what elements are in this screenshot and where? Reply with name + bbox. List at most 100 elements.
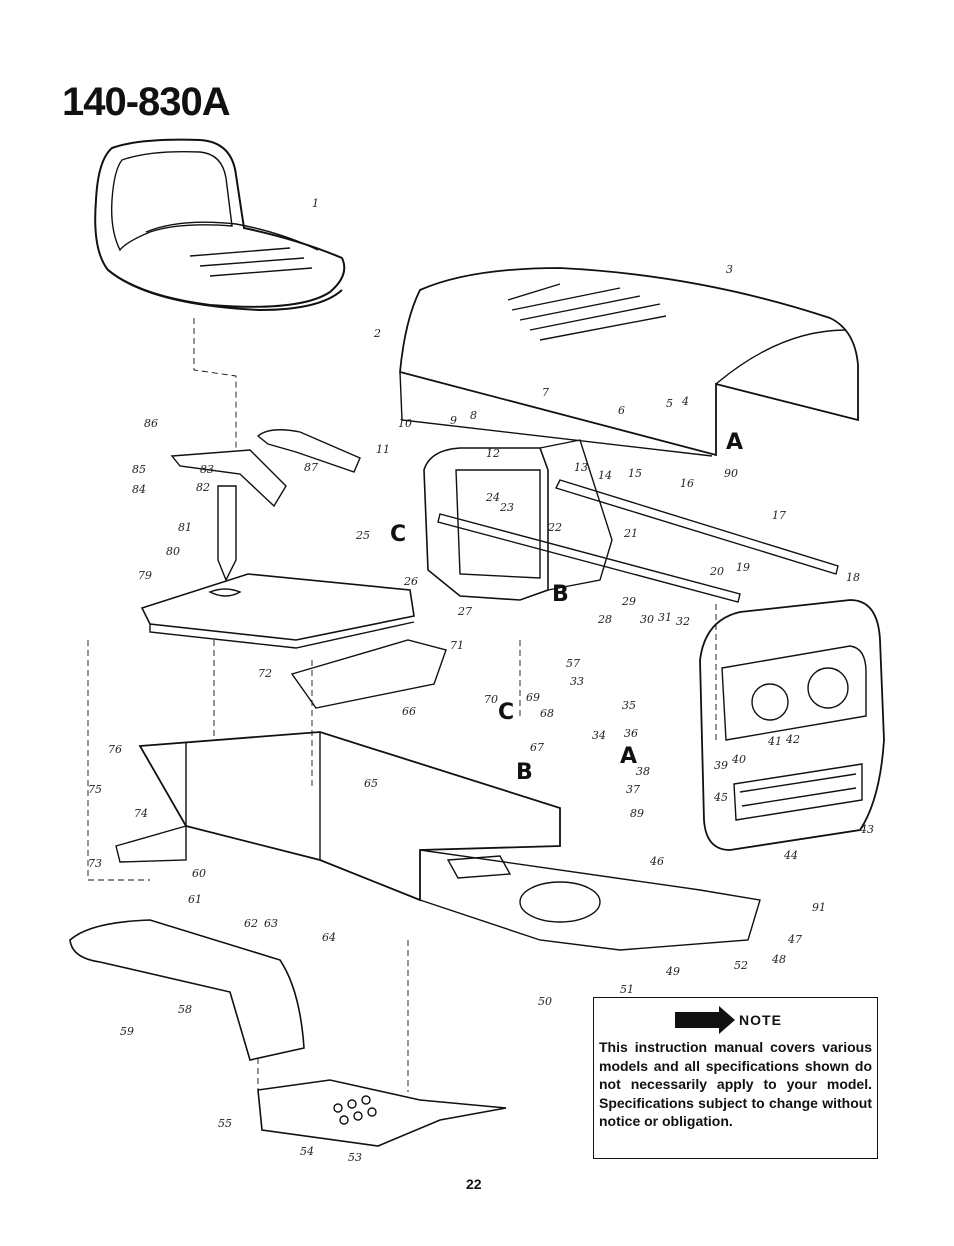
- callout-11: 11: [376, 443, 390, 456]
- callout-72: 72: [258, 667, 272, 680]
- callout-63: 63: [264, 917, 278, 930]
- callout-35: 35: [622, 699, 636, 712]
- callout-36: 36: [624, 727, 638, 740]
- ref-marker-a-light: A: [620, 744, 638, 769]
- callout-59: 59: [120, 1025, 134, 1038]
- callout-13: 13: [574, 461, 588, 474]
- callout-19: 19: [736, 561, 750, 574]
- callout-69: 69: [526, 691, 540, 704]
- callout-74: 74: [134, 807, 148, 820]
- callout-17: 17: [772, 509, 786, 522]
- callout-23: 23: [500, 501, 514, 514]
- note-text: This instruction manual covers various m…: [599, 1039, 872, 1129]
- page-title: 140-830A: [62, 80, 231, 124]
- bracket-87-part: [256, 429, 361, 473]
- seat-part: [94, 138, 346, 312]
- callout-38: 38: [636, 765, 650, 778]
- callout-57: 57: [566, 657, 580, 670]
- callout-15: 15: [628, 467, 642, 480]
- callout-70: 70: [484, 693, 498, 706]
- callout-50: 50: [538, 995, 552, 1008]
- callout-52: 52: [734, 959, 748, 972]
- callout-85: 85: [132, 463, 146, 476]
- callout-7: 7: [542, 386, 549, 399]
- callout-83: 83: [200, 463, 214, 476]
- callout-79: 79: [138, 569, 152, 582]
- callout-71: 71: [450, 639, 464, 652]
- callout-30: 30: [640, 613, 654, 626]
- callout-6: 6: [618, 404, 625, 417]
- brace-29-part: [437, 513, 741, 603]
- callout-37: 37: [626, 783, 640, 796]
- callout-9: 9: [450, 414, 457, 427]
- page-number: 22: [466, 1176, 482, 1192]
- callout-20: 20: [710, 565, 724, 578]
- callout-10: 10: [398, 417, 412, 430]
- callout-90: 90: [724, 467, 738, 480]
- callout-87: 87: [304, 461, 318, 474]
- note-box: NOTE This instruction manual covers vari…: [593, 997, 878, 1159]
- callout-54: 54: [300, 1145, 314, 1158]
- callout-67: 67: [530, 741, 544, 754]
- callout-25: 25: [356, 529, 370, 542]
- ref-marker-b-frame: B: [516, 760, 533, 785]
- callout-39: 39: [714, 759, 728, 772]
- callout-61: 61: [188, 893, 202, 906]
- callout-27: 27: [458, 605, 472, 618]
- callout-16: 16: [680, 477, 694, 490]
- callout-48: 48: [772, 953, 786, 966]
- assembly-guide-lines: [87, 318, 717, 1092]
- callout-55: 55: [218, 1117, 232, 1130]
- ref-marker-a-hood: A: [726, 430, 744, 455]
- callout-73: 73: [88, 857, 102, 870]
- note-header: NOTE: [585, 1006, 872, 1034]
- dash-panel-part: [423, 439, 613, 601]
- callout-28: 28: [598, 613, 612, 626]
- callout-68: 68: [540, 707, 554, 720]
- ref-marker-b-dash: B: [552, 582, 569, 607]
- callout-53: 53: [348, 1151, 362, 1164]
- callout-66: 66: [402, 705, 416, 718]
- callout-41: 41: [768, 735, 782, 748]
- callout-29: 29: [622, 595, 636, 608]
- tank-cover-part: [140, 573, 415, 649]
- callout-46: 46: [650, 855, 664, 868]
- callout-34: 34: [592, 729, 606, 742]
- callout-86: 86: [144, 417, 158, 430]
- callout-22: 22: [548, 521, 562, 534]
- callout-18: 18: [846, 571, 860, 584]
- bracket-83-part: [170, 449, 287, 508]
- callout-8: 8: [470, 409, 477, 422]
- battery-tray-part: [257, 1079, 507, 1147]
- callout-24: 24: [486, 491, 500, 504]
- callout-42: 42: [786, 733, 800, 746]
- callout-49: 49: [666, 965, 680, 978]
- callout-84: 84: [132, 483, 146, 496]
- callout-60: 60: [192, 867, 206, 880]
- callout-62: 62: [244, 917, 258, 930]
- filler-81-part: [217, 485, 237, 582]
- callout-26: 26: [404, 575, 418, 588]
- callout-51: 51: [620, 983, 634, 996]
- callout-12: 12: [486, 447, 500, 460]
- callout-47: 47: [788, 933, 802, 946]
- callout-2: 2: [374, 327, 381, 340]
- hood-part: [399, 267, 859, 457]
- callout-82: 82: [196, 481, 210, 494]
- callout-64: 64: [322, 931, 336, 944]
- plate-66-part: [290, 639, 447, 709]
- callout-4: 4: [682, 395, 689, 408]
- callout-58: 58: [178, 1003, 192, 1016]
- callout-91: 91: [812, 901, 826, 914]
- footrest-part: [69, 919, 305, 1061]
- callout-1: 1: [312, 197, 319, 210]
- callout-76: 76: [108, 743, 122, 756]
- callout-43: 43: [860, 823, 874, 836]
- ref-marker-c-switch: C: [498, 700, 515, 725]
- callout-5: 5: [666, 397, 673, 410]
- grille-part: [699, 599, 885, 851]
- callout-3: 3: [726, 263, 733, 276]
- brace-17-part: [555, 479, 839, 575]
- arrow-right-icon: [675, 1006, 736, 1034]
- ref-marker-c-dash: C: [390, 522, 407, 547]
